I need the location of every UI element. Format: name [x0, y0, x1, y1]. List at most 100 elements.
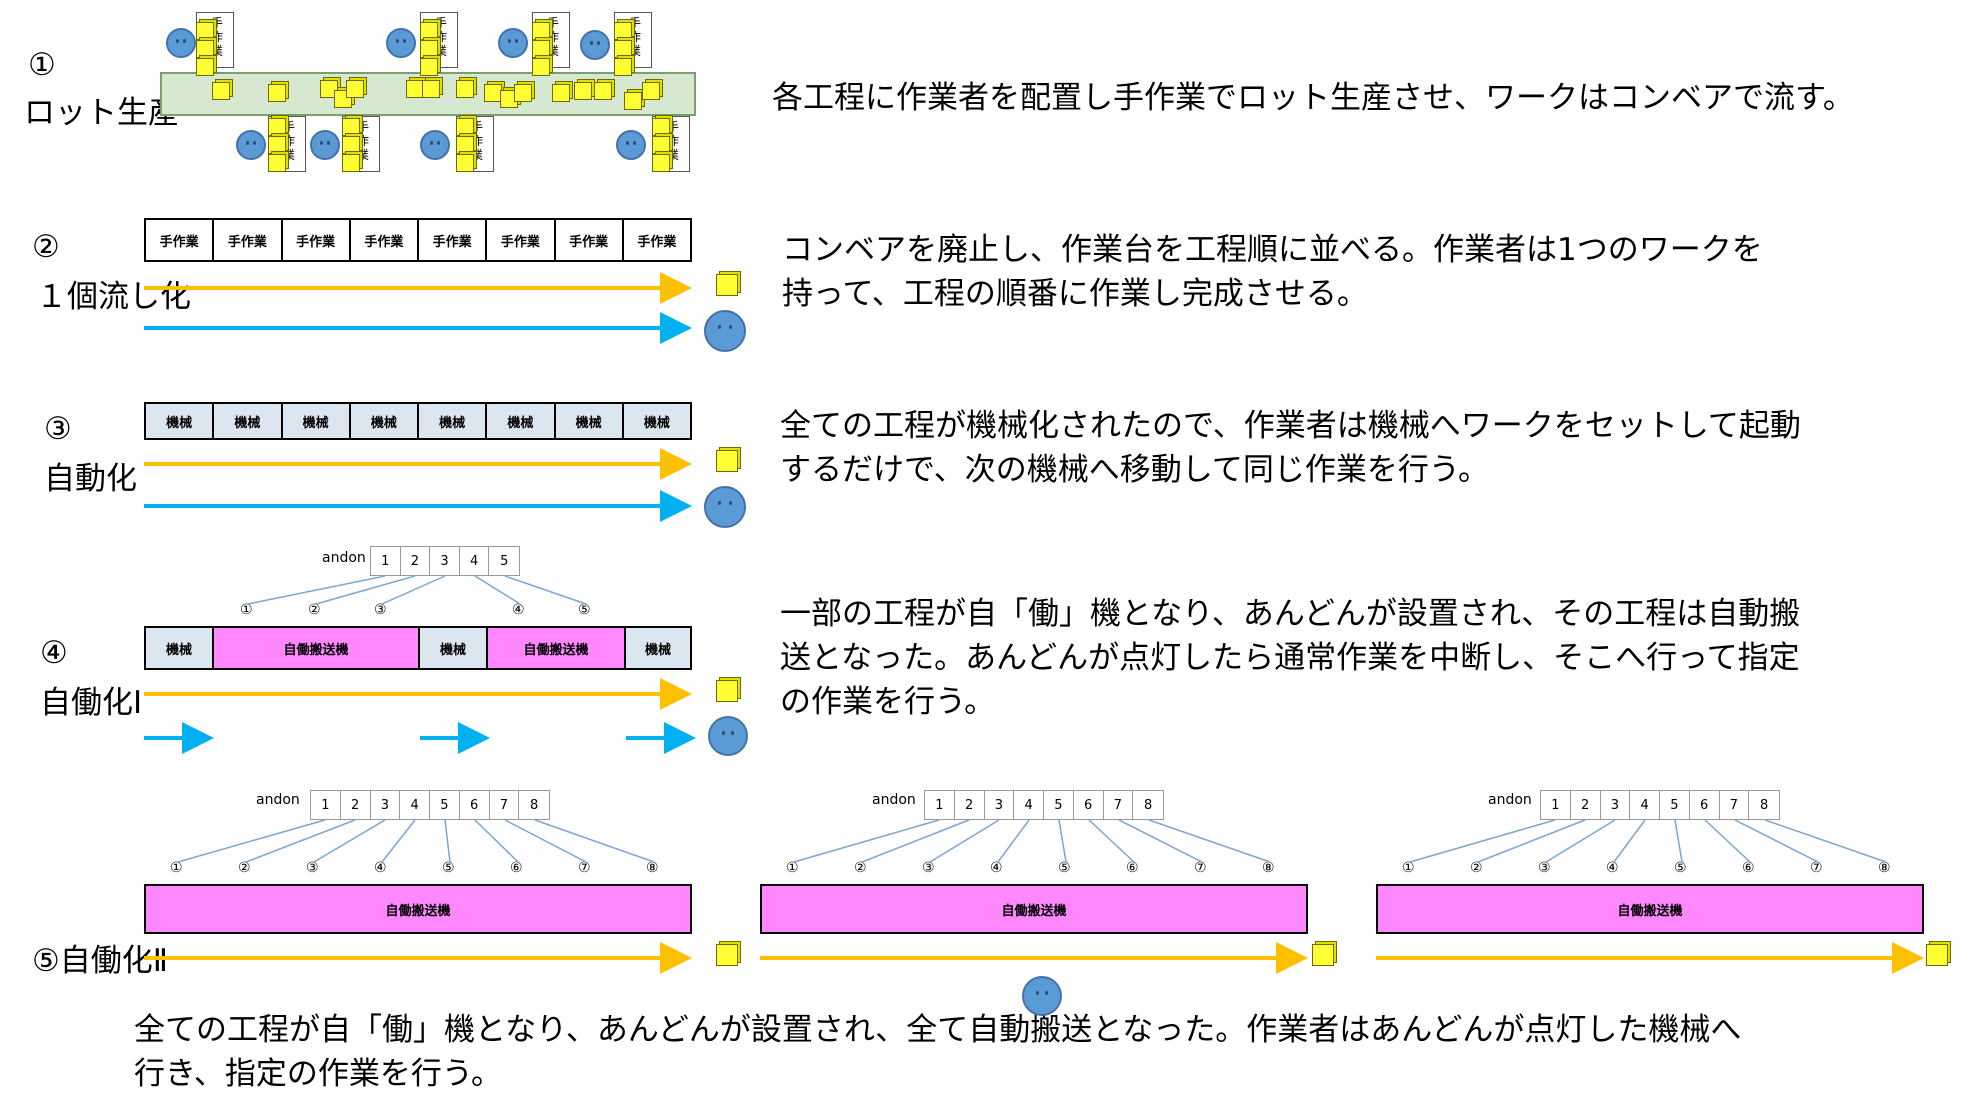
hand-char: 業 — [283, 148, 296, 162]
work-box-icon — [196, 40, 214, 58]
machine-cell: 機械 — [214, 404, 283, 438]
workbench-cell: 手作業 — [283, 220, 351, 260]
row2-workbench-row: 手作業 手作業 手作業 手作業 手作業 手作業 手作業 手作業 — [144, 218, 692, 262]
work-box-icon — [422, 80, 440, 98]
machine-cell: 機械 — [420, 628, 488, 668]
work-box-icon — [552, 84, 570, 102]
andon-lamp: 1 — [371, 547, 401, 575]
station-number: ④ — [990, 860, 1003, 876]
work-box-icon — [420, 22, 438, 40]
andon-lamp: 3 — [430, 547, 460, 575]
workbench-cell: 手作業 — [556, 220, 624, 260]
machine-cell: 機械 — [350, 404, 419, 438]
work-box-icon — [652, 136, 670, 154]
hand-char: 手 — [629, 16, 642, 30]
work-box-icon — [614, 58, 632, 76]
hand-char: 業 — [629, 44, 642, 58]
andon-lamp: 2 — [401, 547, 431, 575]
worker-face-icon — [498, 28, 528, 58]
work-box-icon — [642, 82, 660, 100]
station-number: ⑦ — [578, 860, 591, 876]
hand-char: 業 — [357, 148, 370, 162]
work-box-icon — [716, 450, 738, 472]
work-box-icon — [514, 84, 532, 102]
andon-connectors — [1409, 819, 1887, 863]
andon-lamp: 7 — [1104, 791, 1134, 819]
andon-lamp: 5 — [1660, 791, 1690, 819]
station-number: ⑧ — [1262, 860, 1275, 876]
station-number: ⑥ — [510, 860, 523, 876]
machine-cell: 機械 — [623, 404, 690, 438]
station-number: ⑦ — [1810, 860, 1823, 876]
machine-cell: 機械 — [146, 628, 214, 668]
work-box-icon — [1926, 944, 1948, 966]
station-number: ⑥ — [1126, 860, 1139, 876]
work-box-icon — [320, 80, 338, 98]
machine-cell: 機械 — [487, 404, 556, 438]
desc-line: の作業を行う。 — [780, 684, 996, 720]
andon-lamp: 5 — [1044, 791, 1074, 819]
auto-conveyor-cell: 自働搬送機 — [1001, 903, 1067, 919]
auto-conveyor-cell: 自働搬送機 — [1617, 903, 1683, 919]
hand-char: 業 — [471, 148, 484, 162]
andon-lamp: 4 — [460, 547, 490, 575]
desc-line: 送となった。あんどんが点灯したら通常作業を中断し、そこへ行って指定 — [780, 640, 1800, 676]
worker-face-icon — [1022, 976, 1062, 1016]
work-box-icon — [342, 136, 360, 154]
row1-label: ロット生産 — [24, 95, 179, 131]
hand-char: 業 — [435, 44, 448, 58]
desc-line: 全ての工程が機械化されたので、作業者は機械へワークをセットして起動 — [780, 408, 1801, 444]
andon-board: 1 2 3 4 5 — [370, 546, 520, 576]
andon-lamp: 2 — [1571, 791, 1601, 819]
desc-line: コンベアを廃止し、作業台を工程順に並べる。作業者は1つのワークを — [782, 232, 1763, 268]
andon-lamp: 1 — [925, 791, 955, 819]
station-number: ③ — [306, 860, 319, 876]
auto-conveyor-bar: 自働搬送機 — [760, 884, 1308, 934]
hand-char: 作 — [547, 30, 560, 44]
work-box-icon — [532, 22, 550, 40]
station-number: ⑧ — [1878, 860, 1891, 876]
andon-lamp: 3 — [985, 791, 1015, 819]
andon-label: andon — [872, 792, 916, 808]
work-box-icon — [624, 92, 642, 110]
hand-char: 業 — [667, 148, 680, 162]
desc-line: 行き、指定の作業を行う。 — [134, 1056, 502, 1092]
hand-char: 手 — [435, 16, 448, 30]
machine-cell: 機械 — [626, 628, 690, 668]
desc-line: 全ての工程が自「働」機となり、あんどんが設置され、全て自動搬送となった。作業者は… — [134, 1012, 1742, 1048]
station-number: ③ — [374, 602, 387, 618]
auto-conveyor-bar: 自働搬送機 — [144, 884, 692, 934]
worker-face-icon — [236, 130, 266, 160]
row4-label: 自働化Ⅰ — [40, 685, 143, 721]
row2-num: ② — [32, 229, 60, 265]
station-number: ① — [1402, 860, 1415, 876]
row1-desc: 各工程に作業者を配置し手作業でロット生産させ、ワークはコンベアで流す。 — [772, 76, 1854, 120]
station-number: ④ — [1606, 860, 1619, 876]
work-box-icon — [652, 154, 670, 172]
andon-lamp: 4 — [1630, 791, 1660, 819]
row3-desc: 全ての工程が機械化されたので、作業者は機械へワークをセットして起動 するだけで、… — [780, 404, 1801, 492]
andon-lamp: 1 — [311, 791, 341, 819]
work-box-icon — [196, 22, 214, 40]
workbench-cell: 手作業 — [419, 220, 488, 260]
andon-lamp: 8 — [1759, 797, 1769, 813]
work-box-icon — [212, 82, 230, 100]
workbench-cell: 手作業 — [351, 220, 419, 260]
workbench-cell: 手作業 — [637, 234, 677, 250]
row2-label: １個流し化 — [36, 279, 191, 315]
machine-cell: 機械 — [146, 404, 215, 438]
andon-connectors — [247, 575, 587, 605]
worker-face-icon — [708, 716, 748, 756]
hand-char: 作 — [211, 30, 224, 44]
auto-conveyor-cell: 自働搬送機 — [214, 628, 420, 668]
station-number: ⑤ — [1674, 860, 1687, 876]
andon-lamp: 5 — [500, 553, 509, 569]
station-number: ⑤ — [578, 602, 591, 618]
station-number: ④ — [512, 602, 525, 618]
andon-connectors — [793, 819, 1271, 863]
row2-desc: コンベアを廃止し、作業台を工程順に並べる。作業者は1つのワークを 持って、工程の… — [782, 228, 1763, 316]
hand-char: 作 — [471, 134, 484, 148]
machine-cell: 機械 — [555, 404, 624, 438]
station-number: ③ — [1538, 860, 1551, 876]
